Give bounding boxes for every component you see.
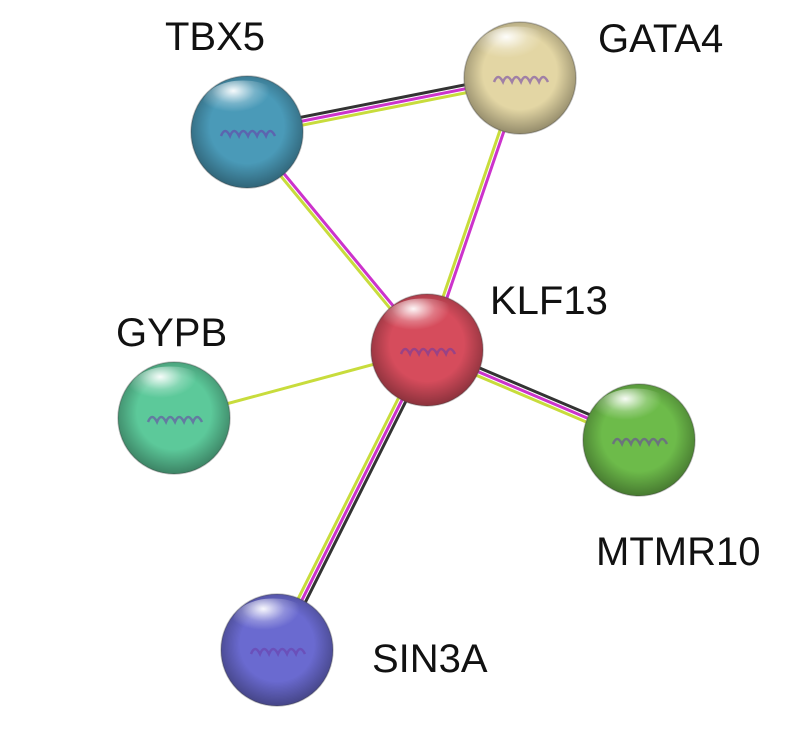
- edge-line: [279, 351, 432, 653]
- protein-structure-icon: [146, 415, 204, 426]
- protein-structure-icon: [249, 647, 307, 658]
- node-gata4[interactable]: [463, 21, 577, 135]
- node-tbx5[interactable]: [190, 75, 304, 189]
- protein-structure-icon: [492, 75, 550, 86]
- node-highlight: [202, 80, 284, 128]
- nodes-layer: [117, 21, 696, 707]
- node-label-gata4: GATA4: [598, 17, 723, 61]
- node-mtmr10[interactable]: [582, 383, 696, 497]
- node-highlight: [382, 298, 464, 346]
- node-sin3a[interactable]: [220, 593, 334, 707]
- protein-structure-icon: [611, 437, 669, 448]
- node-label-mtmr10: MTMR10: [596, 530, 760, 574]
- node-gypb[interactable]: [117, 361, 231, 475]
- protein-structure-icon: [219, 129, 277, 140]
- protein-structure-icon: [399, 347, 457, 358]
- node-label-klf13: KLF13: [490, 279, 608, 323]
- node-highlight: [475, 26, 557, 74]
- node-klf13[interactable]: [370, 293, 484, 407]
- node-highlight: [232, 598, 314, 646]
- node-label-gypb: GYPB: [116, 311, 227, 355]
- edge-line: [272, 347, 425, 649]
- node-label-tbx5: TBX5: [165, 15, 265, 59]
- node-highlight: [594, 388, 676, 436]
- node-label-sin3a: SIN3A: [372, 637, 488, 681]
- node-highlight: [129, 366, 211, 414]
- labels-layer: TBX5 GATA4 KLF13 GYPB MTMR10 SIN3A: [116, 15, 760, 681]
